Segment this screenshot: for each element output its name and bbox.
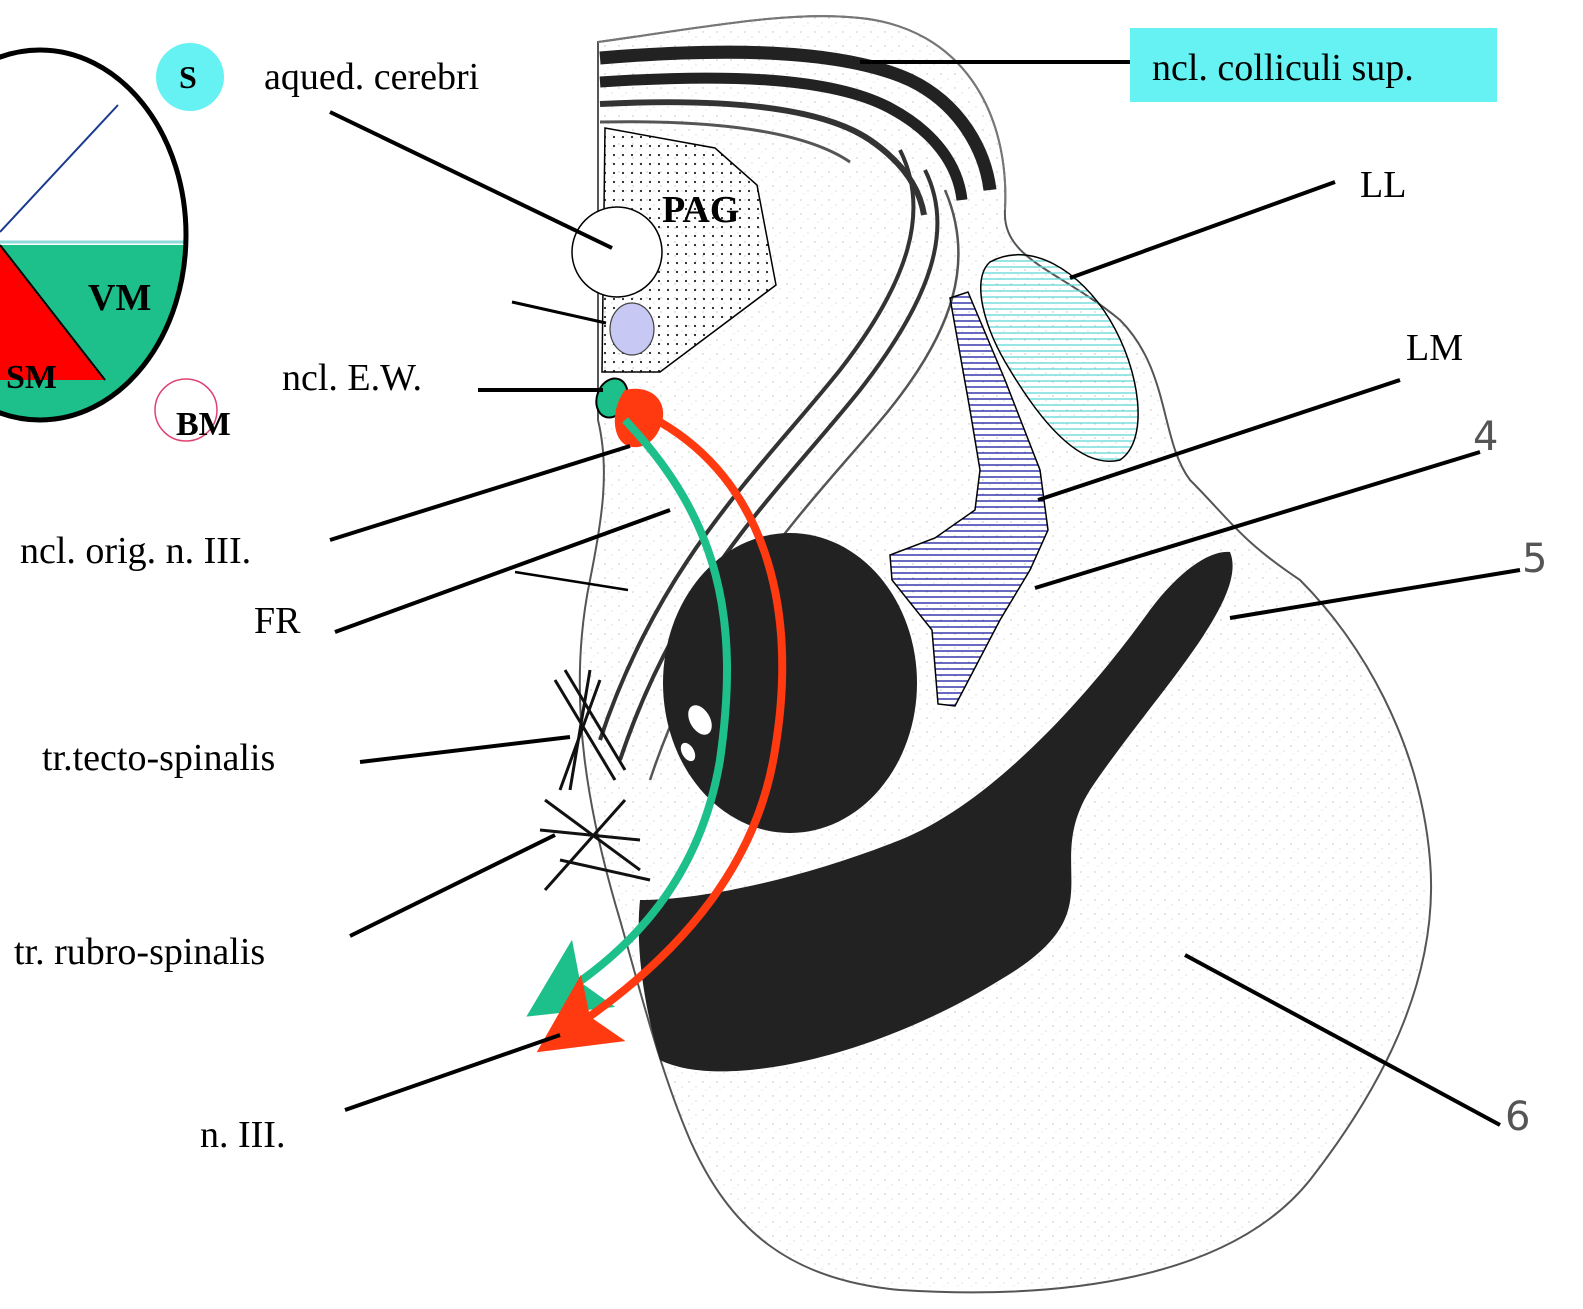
red-nucleus: [663, 533, 917, 833]
pag-label: PAG: [662, 189, 739, 231]
label-number-4: 4: [1473, 414, 1498, 460]
legend-sm-label: SM: [6, 359, 57, 396]
label-number-6: 6: [1505, 1094, 1530, 1140]
label-ew: ncl. E.W.: [282, 357, 422, 399]
legend-pie: VM SM: [0, 50, 200, 445]
legend-bm-label: BM: [176, 406, 231, 443]
label-fr: FR: [254, 600, 301, 642]
aqueduct-circle: [572, 207, 662, 297]
legend-vm-label: VM: [88, 277, 151, 319]
label-aqueduct: aqued. cerebri: [264, 56, 479, 98]
label-colliculi: ncl. colliculi sup.: [1152, 47, 1414, 89]
label-ll: LL: [1360, 164, 1406, 206]
label-tectospinal: tr.tecto-spinalis: [42, 737, 275, 779]
label-lm: LM: [1406, 327, 1463, 369]
label-oculomotor-nucleus: ncl. orig. n. III.: [20, 530, 251, 572]
label-oculomotor-nerve: n. III.: [200, 1114, 285, 1156]
aqueduct-small-oval: [610, 303, 654, 355]
legend-s-label: S: [179, 59, 197, 95]
label-number-5: 5: [1522, 536, 1547, 582]
label-rubrospinal: tr. rubro-spinalis: [14, 931, 265, 973]
